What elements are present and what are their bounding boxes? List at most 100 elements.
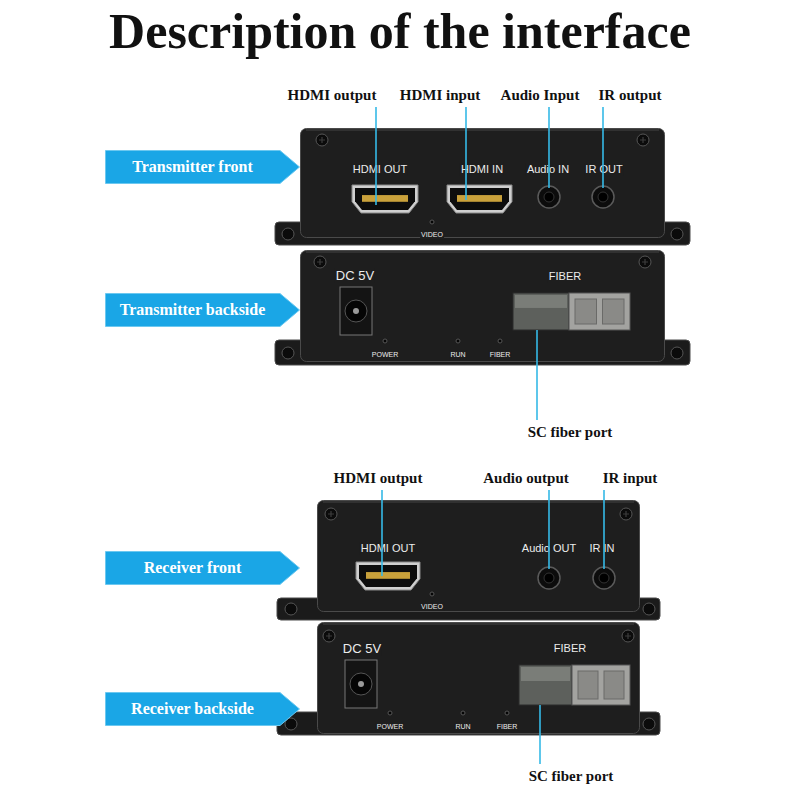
leader-line xyxy=(465,107,467,200)
hdmi-pins xyxy=(457,195,502,202)
hdmi-pins xyxy=(366,572,410,579)
callout-label-holder: Audio Input xyxy=(499,87,582,104)
callout-tag: Receiver front xyxy=(105,551,300,585)
panel-art xyxy=(317,500,640,612)
callout-label: HDMI output xyxy=(286,87,379,104)
jack-ring xyxy=(538,567,560,589)
dc-jack xyxy=(345,660,377,708)
callout-label-holder: HDMI output xyxy=(286,87,379,104)
jack-hole xyxy=(598,192,608,202)
tag-text: Transmitter front xyxy=(132,158,252,176)
screw xyxy=(639,256,651,268)
screw xyxy=(637,134,649,146)
panel-body xyxy=(318,501,640,612)
screw xyxy=(282,228,294,240)
screw-head xyxy=(314,256,326,268)
panel-marking-holder: RUN xyxy=(454,716,471,732)
panel-marking: FIBER xyxy=(496,722,519,731)
device-panel: DC 5VFIBERPOWERRUNFIBER xyxy=(300,250,665,362)
panel-marking-holder: FIBER xyxy=(548,267,582,283)
panel-art xyxy=(317,622,640,734)
screw xyxy=(643,603,655,615)
panel-highlight xyxy=(323,624,634,625)
leader-line xyxy=(536,330,538,420)
hdmi-port xyxy=(356,562,420,590)
audio-jack xyxy=(592,186,614,208)
screw xyxy=(671,347,683,359)
panel-marking: POWER xyxy=(376,722,404,731)
callout-label: Audio Input xyxy=(499,87,582,104)
led xyxy=(430,220,434,224)
screw-slot xyxy=(326,633,332,639)
screw-slot xyxy=(625,633,631,639)
screw-slot xyxy=(623,511,629,517)
leader-line xyxy=(539,705,541,764)
panel-marking-holder: IR IN xyxy=(588,539,615,555)
screw xyxy=(285,603,297,615)
panel-marking: RUN xyxy=(449,350,466,359)
callout-label: Audio output xyxy=(481,470,570,487)
panel-art xyxy=(300,250,665,362)
panel-highlight xyxy=(306,130,659,131)
tag-text-holder: Receiver front xyxy=(105,551,280,585)
sc-socket xyxy=(569,293,630,330)
diagram-title: Description of the interface xyxy=(109,4,691,59)
callout-label: IR output xyxy=(597,87,664,104)
led xyxy=(456,339,460,343)
led xyxy=(498,339,502,343)
leader-line xyxy=(375,107,377,205)
audio-jack xyxy=(538,567,560,589)
tag-text-holder: Transmitter front xyxy=(105,150,280,184)
callout-label-holder: SC fiber port xyxy=(526,424,615,441)
sc-slot xyxy=(575,299,597,324)
panel-marking: IR IN xyxy=(588,542,615,555)
sc-socket xyxy=(572,665,630,705)
panel-marking: Audio IN xyxy=(526,163,570,176)
callout-label-holder: IR input xyxy=(601,470,660,487)
panel-marking-holder: FIBER xyxy=(489,344,512,360)
hdmi-port xyxy=(352,185,418,213)
panel-marking: RUN xyxy=(454,722,471,731)
panel-marking: FIBER xyxy=(489,350,512,359)
leader-line xyxy=(381,490,383,576)
screw xyxy=(282,347,294,359)
device-panel: DC 5V FIBER POWER RUN FIBER xyxy=(317,622,640,734)
sc-plug xyxy=(519,665,572,705)
screw-slot xyxy=(642,259,648,265)
panel-highlight xyxy=(306,252,659,253)
sc-slot xyxy=(604,671,624,699)
callout-label: SC fiber port xyxy=(527,768,616,785)
jack-ring xyxy=(593,567,615,589)
panel-marking-holder: FIBER xyxy=(496,716,519,732)
callout-label: HDMI input xyxy=(398,87,482,104)
panel-art xyxy=(300,128,665,238)
screw-head xyxy=(323,630,335,642)
sc-slot xyxy=(578,671,598,699)
screw-head xyxy=(620,508,632,520)
panel-body xyxy=(301,129,665,238)
audio-jack xyxy=(538,186,560,208)
panel-marking-holder: DC 5V xyxy=(342,640,382,656)
dc-jack-pin xyxy=(353,308,359,314)
panel-marking-holder: HDMI OUT xyxy=(352,160,408,176)
sc-slot xyxy=(603,299,625,324)
screw xyxy=(314,256,326,268)
callout-tag: Transmitter front xyxy=(105,150,300,184)
hdmi-port xyxy=(447,185,512,213)
panel-marking-holder: HDMI OUT xyxy=(360,539,416,555)
tag-text: Transmitter backside xyxy=(120,301,266,319)
screw-head xyxy=(637,134,649,146)
jack-hole xyxy=(544,573,554,583)
dc-jack-body xyxy=(340,287,372,335)
panel-marking: FIBER xyxy=(553,642,587,655)
jack-ring xyxy=(592,186,614,208)
dc-jack-pin xyxy=(358,681,364,687)
screw xyxy=(671,228,683,240)
leader-line xyxy=(603,490,605,569)
screw-slot xyxy=(319,137,325,143)
panel-marking: FIBER xyxy=(548,270,582,283)
panel-body xyxy=(301,251,665,362)
tag-arrow xyxy=(106,693,300,726)
